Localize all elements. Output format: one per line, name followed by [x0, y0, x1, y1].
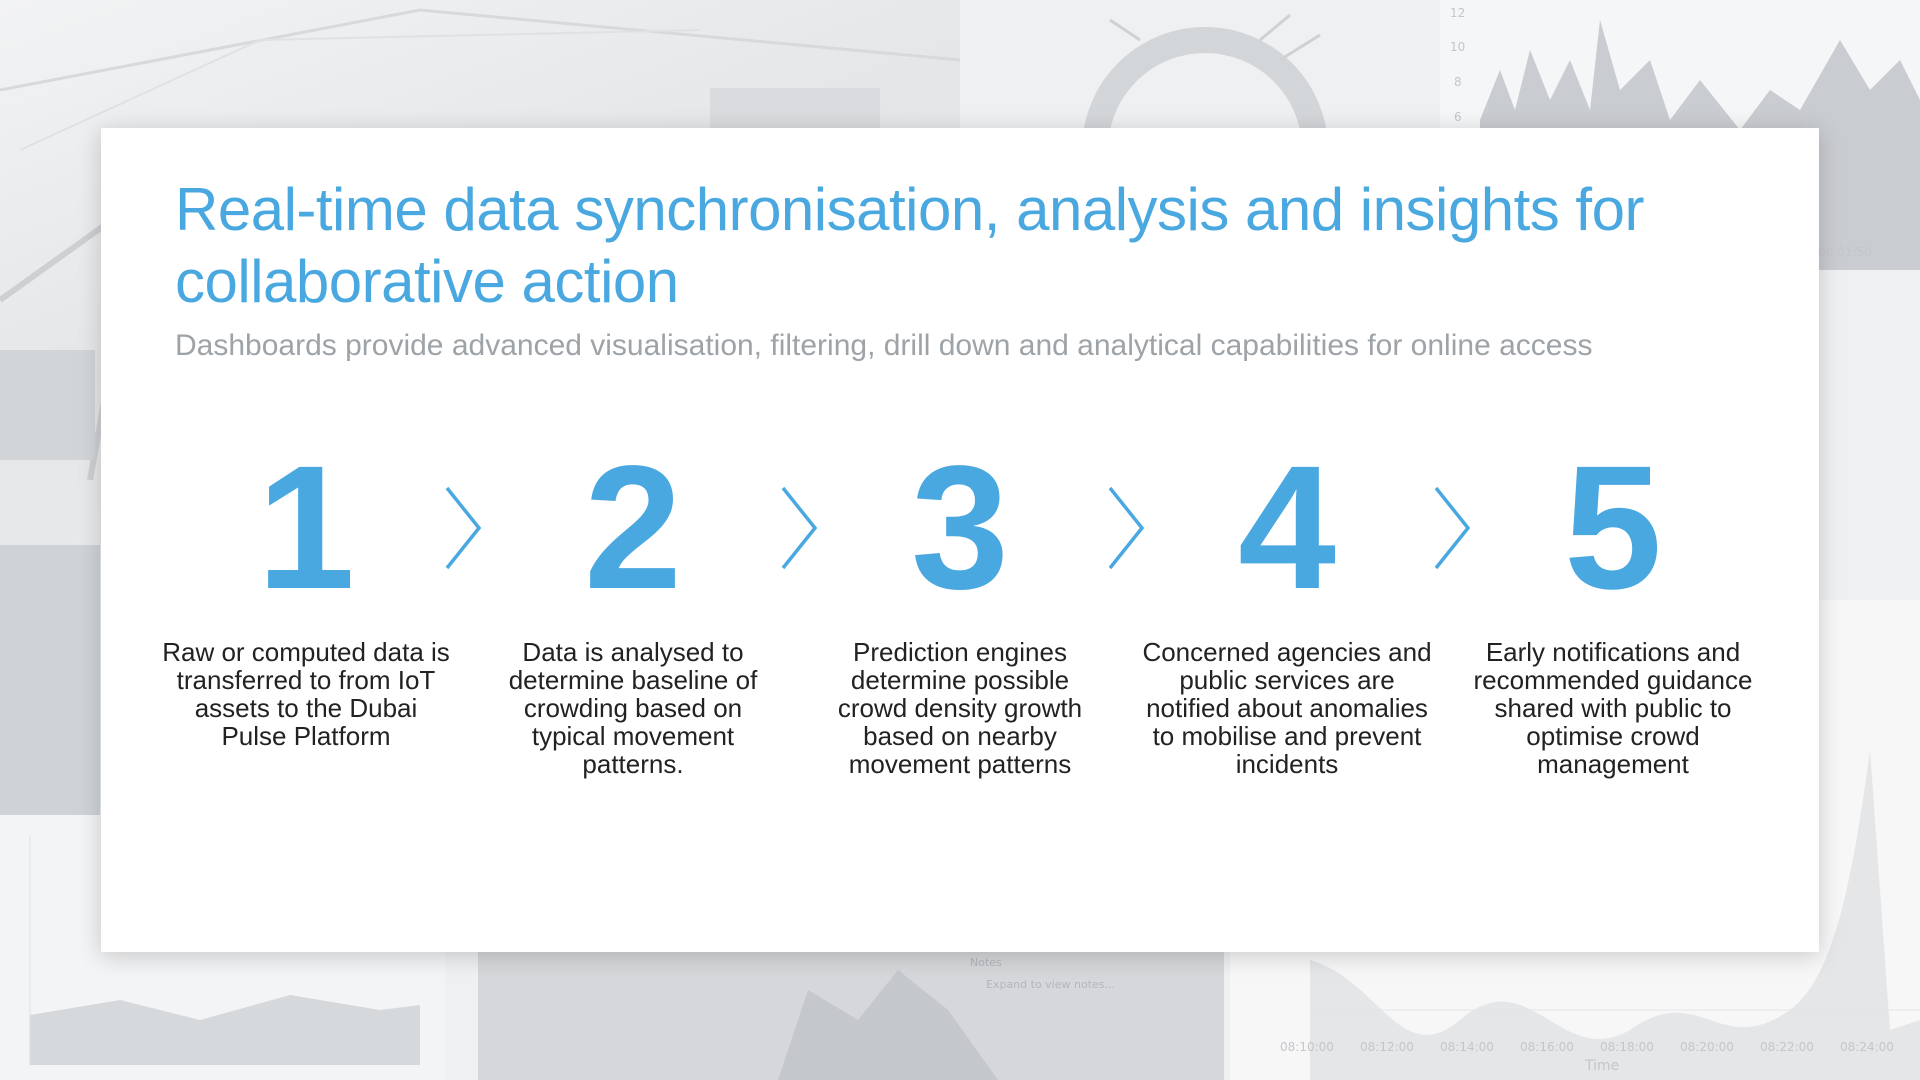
background-tick-label: 10: [1450, 40, 1466, 54]
background-time-label: 08:20:00: [1680, 1040, 1734, 1054]
background-time-label: 08:24:00: [1840, 1040, 1894, 1054]
background-heatmap-image: Notes Expand to view notes...: [478, 930, 1224, 1080]
step-description: Data is analysed to determine baseline o…: [508, 637, 758, 779]
background-time-label: 08:14:00: [1440, 1040, 1494, 1054]
slide-subtitle: Dashboards provide advanced visualisatio…: [175, 329, 1593, 362]
background-tick-label: 12: [1450, 6, 1466, 20]
background-time-label: 00:01:50: [1818, 245, 1872, 259]
process-step-4: 4 Concerned agencies and public services…: [1142, 438, 1432, 778]
chevron-right-icon: [1434, 486, 1471, 570]
step-description: Raw or computed data is transferred to f…: [162, 637, 450, 751]
background-tick-label: 6: [1454, 110, 1462, 124]
background-time-label: 08:22:00: [1760, 1040, 1814, 1054]
step-description: Early notifications and recommended guid…: [1473, 637, 1753, 779]
chevron-right-icon: [445, 486, 482, 570]
background-table-image: [0, 545, 100, 815]
step-description: Prediction engines determine possible cr…: [837, 637, 1083, 779]
slide-card: Real-time data synchronisation, analysis…: [101, 128, 1819, 952]
background-time-label: 08:16:00: [1520, 1040, 1574, 1054]
slide-title: Real-time data synchronisation, analysis…: [175, 176, 1644, 315]
background-radial-chart: [960, 0, 1390, 130]
background-time-label: 08:12:00: [1360, 1040, 1414, 1054]
background-time-label: 08:18:00: [1600, 1040, 1654, 1054]
step-number: 4: [1238, 430, 1336, 626]
background-notes-label: Notes: [970, 956, 1002, 969]
chevron-right-icon: [781, 486, 818, 570]
step-number: 5: [1564, 430, 1662, 626]
step-number: 3: [911, 430, 1009, 626]
background-time-label: 08:10:00: [1280, 1040, 1334, 1054]
process-step-2: 2 Data is analysed to determine baseline…: [488, 438, 778, 778]
background-axis-label: Time: [1585, 1058, 1620, 1074]
process-step-5: 5 Early notifications and recommended gu…: [1468, 438, 1758, 778]
background-tick-label: 8: [1454, 75, 1462, 89]
step-number: 2: [584, 430, 682, 626]
step-number: 1: [257, 430, 355, 626]
process-step-3: 3 Prediction engines determine possible …: [815, 438, 1105, 778]
process-step-1: 1 Raw or computed data is transferred to…: [161, 438, 451, 750]
step-description: Concerned agencies and public services a…: [1142, 637, 1432, 779]
background-notes-expand: Expand to view notes...: [986, 978, 1116, 991]
chevron-right-icon: [1108, 486, 1145, 570]
